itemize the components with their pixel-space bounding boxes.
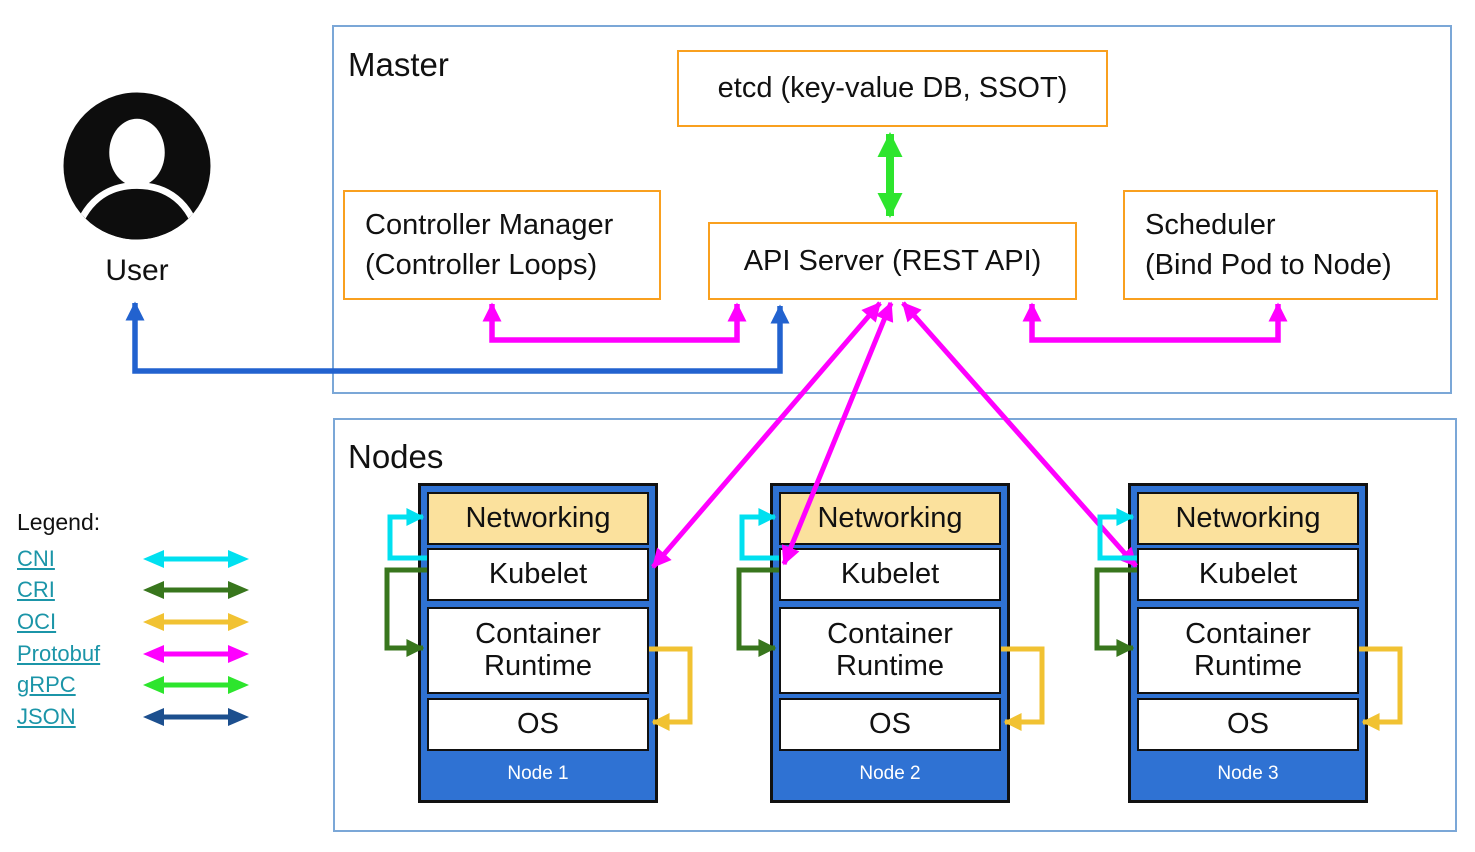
legend-row-protobuf: Protobuf (17, 638, 257, 670)
user-label: User (105, 254, 169, 287)
networking-label: Networking (465, 501, 611, 534)
scheduler-label-line1: Scheduler (1145, 208, 1276, 241)
legend-arrow-protobuf (143, 644, 249, 663)
container-runtime-label: Container Runtime (475, 617, 601, 682)
legend-row-oci: OCI (17, 606, 257, 638)
node-1-os-box: OS (427, 698, 649, 751)
etcd-label: etcd (key-value DB, SSOT) (717, 72, 1068, 105)
controller-manager-label-line2: (Controller Loops) (365, 249, 598, 281)
kubelet-label: Kubelet (1198, 557, 1298, 590)
node-1-container-runtime-box: Container Runtime (427, 607, 649, 694)
node-1-name: Node 1 (507, 762, 569, 784)
node-1-container: Networking Kubelet Container Runtime OS … (418, 483, 658, 803)
user-icon (63, 92, 211, 240)
legend-row-cri: CRI (17, 575, 257, 607)
networking-label: Networking (817, 501, 963, 534)
node-3-networking-box: Networking (1137, 492, 1359, 545)
controller-manager-box: Controller Manager (Controller Loops) (343, 190, 661, 300)
container-runtime-label: Container Runtime (827, 617, 953, 682)
legend-row-cni: CNI (17, 543, 257, 575)
legend-link-json[interactable]: JSON (17, 703, 76, 729)
legend-link-grpc[interactable]: gRPC (17, 672, 76, 698)
container-runtime-label: Container Runtime (1185, 617, 1311, 682)
os-label: OS (1227, 707, 1269, 740)
node-1-kubelet-box: Kubelet (427, 548, 649, 601)
node-2-container-runtime-box: Container Runtime (779, 607, 1001, 694)
legend-link-oci[interactable]: OCI (17, 608, 57, 634)
node-3-os-box: OS (1137, 698, 1359, 751)
node-3-container: Networking Kubelet Container Runtime OS … (1128, 483, 1368, 803)
kubelet-label: Kubelet (840, 557, 940, 590)
legend-row-json: JSON (17, 701, 257, 733)
master-section-title: Master (348, 46, 449, 83)
node-3-name: Node 3 (1217, 762, 1279, 784)
controller-manager-label-line1: Controller Manager (365, 208, 614, 241)
legend-arrow-grpc (143, 676, 249, 695)
kubelet-label: Kubelet (488, 557, 588, 590)
node-2-container: Networking Kubelet Container Runtime OS … (770, 483, 1010, 803)
api-server-label: API Server (REST API) (743, 244, 1042, 277)
legend-link-protobuf[interactable]: Protobuf (17, 640, 101, 666)
nodes-section-box (333, 418, 1457, 832)
networking-label: Networking (1175, 501, 1321, 534)
legend-arrow-oci (143, 612, 249, 631)
api-server-box: API Server (REST API) (708, 222, 1077, 300)
node-2-networking-box: Networking (779, 492, 1001, 545)
node-2-os-box: OS (779, 698, 1001, 751)
legend-title: Legend: (17, 509, 101, 535)
os-label: OS (517, 707, 559, 740)
legend-arrow-json (143, 707, 249, 726)
legend-arrow-cri (143, 581, 249, 600)
node-3-container-runtime-box: Container Runtime (1137, 607, 1359, 694)
nodes-section-title: Nodes (348, 438, 444, 475)
scheduler-label-line2: (Bind Pod to Node) (1145, 249, 1392, 281)
etcd-box: etcd (key-value DB, SSOT) (677, 50, 1108, 127)
legend-arrow-cni (143, 549, 249, 568)
scheduler-box: Scheduler (Bind Pod to Node) (1123, 190, 1438, 300)
node-1-networking-box: Networking (427, 492, 649, 545)
node-3-kubelet-box: Kubelet (1137, 548, 1359, 601)
os-label: OS (869, 707, 911, 740)
legend-link-cri[interactable]: CRI (17, 577, 55, 603)
node-2-name: Node 2 (859, 762, 921, 784)
legend: CNI CRI OCI Protobuf gRPC (17, 543, 257, 733)
legend-link-cni[interactable]: CNI (17, 545, 55, 571)
legend-row-grpc: gRPC (17, 669, 257, 701)
node-2-kubelet-box: Kubelet (779, 548, 1001, 601)
